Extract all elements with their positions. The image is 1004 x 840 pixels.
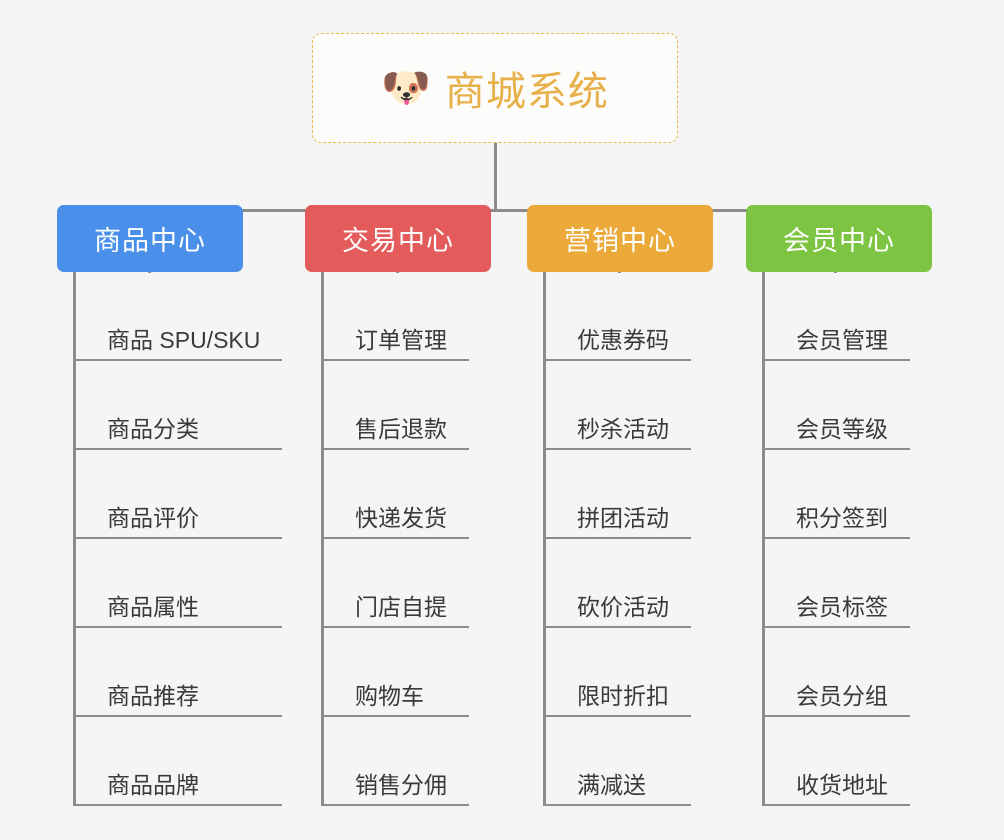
leaf-item[interactable]: 商品推荐 [73, 628, 283, 717]
branch-header-label: 营销中心 [564, 226, 676, 256]
leaf-item[interactable]: 售后退款 [321, 361, 469, 450]
branch-header-1[interactable]: 商品中心 [57, 205, 243, 272]
leaf-item[interactable]: 商品分类 [73, 361, 283, 450]
leaf-item-label: 拼团活动 [577, 504, 669, 531]
leaf-item[interactable]: 会员等级 [762, 361, 910, 450]
leaf-item-label: 会员管理 [796, 326, 888, 353]
leaf-item[interactable]: 购物车 [321, 628, 469, 717]
leaf-item[interactable]: 收货地址 [762, 717, 910, 806]
branch-spine-4 [762, 272, 765, 806]
leaf-item-label: 门店自提 [355, 593, 447, 620]
branch-leaf-list-1: 商品 SPU/SKU 商品分类 商品评价 商品属性 商品推荐 商品品牌 [73, 272, 283, 806]
leaf-item-label: 商品推荐 [107, 682, 199, 709]
branch-leaf-list-4: 会员管理 会员等级 积分签到 会员标签 会员分组 收货地址 [762, 272, 910, 806]
leaf-item-label: 砍价活动 [577, 593, 669, 620]
dog-face-icon: 🐶 [381, 66, 431, 110]
leaf-item[interactable]: 门店自提 [321, 539, 469, 628]
leaf-item[interactable]: 商品属性 [73, 539, 283, 628]
leaf-item-label: 商品分类 [107, 415, 199, 442]
leaf-item-label: 会员等级 [796, 415, 888, 442]
branch-header-3[interactable]: 营销中心 [527, 205, 713, 272]
branch-spine-2 [321, 272, 324, 806]
leaf-item[interactable]: 限时折扣 [543, 628, 691, 717]
connector-horizontal-bus [148, 209, 834, 212]
leaf-item[interactable]: 积分签到 [762, 450, 910, 539]
leaf-item[interactable]: 会员管理 [762, 272, 910, 361]
leaf-item-label: 购物车 [355, 682, 424, 709]
leaf-item[interactable]: 商品评价 [73, 450, 283, 539]
leaf-item[interactable]: 会员标签 [762, 539, 910, 628]
leaf-item[interactable]: 快递发货 [321, 450, 469, 539]
branch-spine-3 [543, 272, 546, 806]
branch-leaf-list-3: 优惠券码 秒杀活动 拼团活动 砍价活动 限时折扣 满减送 [543, 272, 691, 806]
root-node-title: 商城系统 [444, 70, 609, 114]
leaf-item[interactable]: 秒杀活动 [543, 361, 691, 450]
leaf-item[interactable]: 会员分组 [762, 628, 910, 717]
leaf-item-label: 会员分组 [796, 682, 888, 709]
leaf-item-label: 商品品牌 [107, 771, 199, 798]
connector-root-stem [494, 143, 497, 211]
leaf-item-label: 商品评价 [107, 504, 199, 531]
leaf-item[interactable]: 砍价活动 [543, 539, 691, 628]
leaf-item[interactable]: 销售分佣 [321, 717, 469, 806]
leaf-item-label: 售后退款 [355, 415, 447, 442]
leaf-item-label: 满减送 [577, 771, 646, 798]
leaf-item-label: 收货地址 [796, 771, 888, 798]
leaf-item-label: 销售分佣 [355, 771, 447, 798]
leaf-item-label: 优惠券码 [577, 326, 669, 353]
branch-spine-1 [73, 272, 76, 806]
root-node[interactable]: 🐶 商城系统 [312, 33, 678, 143]
leaf-item[interactable]: 订单管理 [321, 272, 469, 361]
branch-header-label: 会员中心 [783, 226, 895, 256]
leaf-item-label: 会员标签 [796, 593, 888, 620]
leaf-item[interactable]: 商品品牌 [73, 717, 283, 806]
branch-header-label: 商品中心 [94, 226, 206, 256]
leaf-item-label: 快递发货 [355, 504, 447, 531]
leaf-item[interactable]: 拼团活动 [543, 450, 691, 539]
branch-header-4[interactable]: 会员中心 [746, 205, 932, 272]
leaf-item[interactable]: 满减送 [543, 717, 691, 806]
leaf-item-label: 积分签到 [796, 504, 888, 531]
branch-leaf-list-2: 订单管理 售后退款 快递发货 门店自提 购物车 销售分佣 [321, 272, 469, 806]
leaf-item[interactable]: 优惠券码 [543, 272, 691, 361]
leaf-item-label: 限时折扣 [577, 682, 669, 709]
branch-header-label: 交易中心 [342, 226, 454, 256]
leaf-item-label: 订单管理 [355, 326, 447, 353]
branch-header-2[interactable]: 交易中心 [305, 205, 491, 272]
leaf-item[interactable]: 商品 SPU/SKU [73, 272, 283, 361]
leaf-item-label: 商品属性 [107, 593, 199, 620]
leaf-item-label: 商品 SPU/SKU [107, 326, 261, 353]
leaf-item-label: 秒杀活动 [577, 415, 669, 442]
